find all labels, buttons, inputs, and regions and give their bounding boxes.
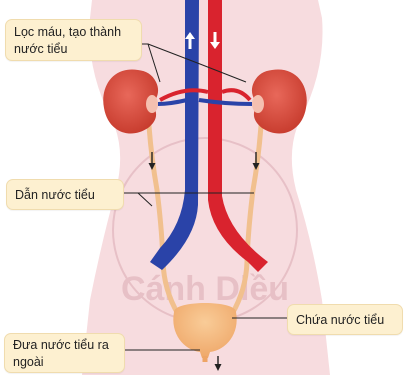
- label-conduct-urine: Dẫn nước tiểu: [6, 179, 124, 210]
- label-excrete-urine: Đưa nước tiểu ra ngoài: [4, 333, 125, 373]
- left-kidney-hilum: [146, 95, 158, 113]
- label-store-urine: Chứa nước tiểu: [287, 304, 403, 335]
- watermark-text: Cánh Diều: [121, 270, 289, 308]
- label-filter-blood: Lọc máu, tạo thành nước tiểu: [5, 19, 142, 61]
- right-kidney-hilum: [252, 95, 264, 113]
